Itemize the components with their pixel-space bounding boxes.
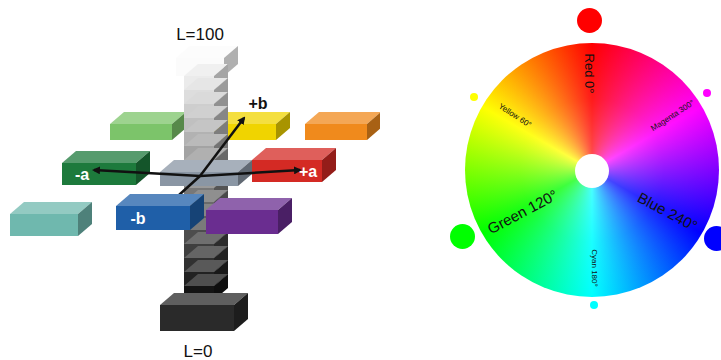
lab-plate [206,210,278,234]
lab-plate [62,163,136,185]
lab-plate [78,202,92,236]
axis-label: L=0 [184,343,213,360]
lab-plate [252,148,336,160]
magenta-dot [703,89,711,97]
yellow-dot [470,93,478,101]
axis-label: -a [75,167,89,183]
lab-plate [10,214,78,236]
lab-plate [322,148,336,182]
hue-label: Cyan 180° [590,249,598,286]
lab-plate [278,198,292,234]
lab-plate [367,112,380,140]
cyan-dot [590,301,598,309]
lab-plate [276,112,290,140]
lab-center-plate [160,160,252,172]
lab-plate [110,124,172,140]
axis-label: -b [130,211,145,227]
green-dot [450,224,475,249]
lightness-base [160,305,234,331]
lab-plate [62,151,150,163]
axis-label: +a [299,164,317,180]
lightness-base [234,293,248,331]
lab-plate [10,202,92,214]
axis-label: +b [248,96,267,112]
axis-label: L=100 [176,26,224,43]
lab-plate [136,151,150,185]
lab-plate [172,112,186,140]
wheel-center [575,154,609,188]
lab-plate [116,206,190,230]
lab-plate [305,124,367,140]
lab-color-space [0,0,380,360]
lab-plate [190,194,204,230]
blue-dot [704,226,721,251]
lightness-base [160,293,248,305]
hue-label: Red 0° [583,53,596,93]
lab-plate [305,112,380,124]
lab-plate [116,194,204,206]
lab-plate [206,198,292,210]
red-dot [577,8,602,33]
